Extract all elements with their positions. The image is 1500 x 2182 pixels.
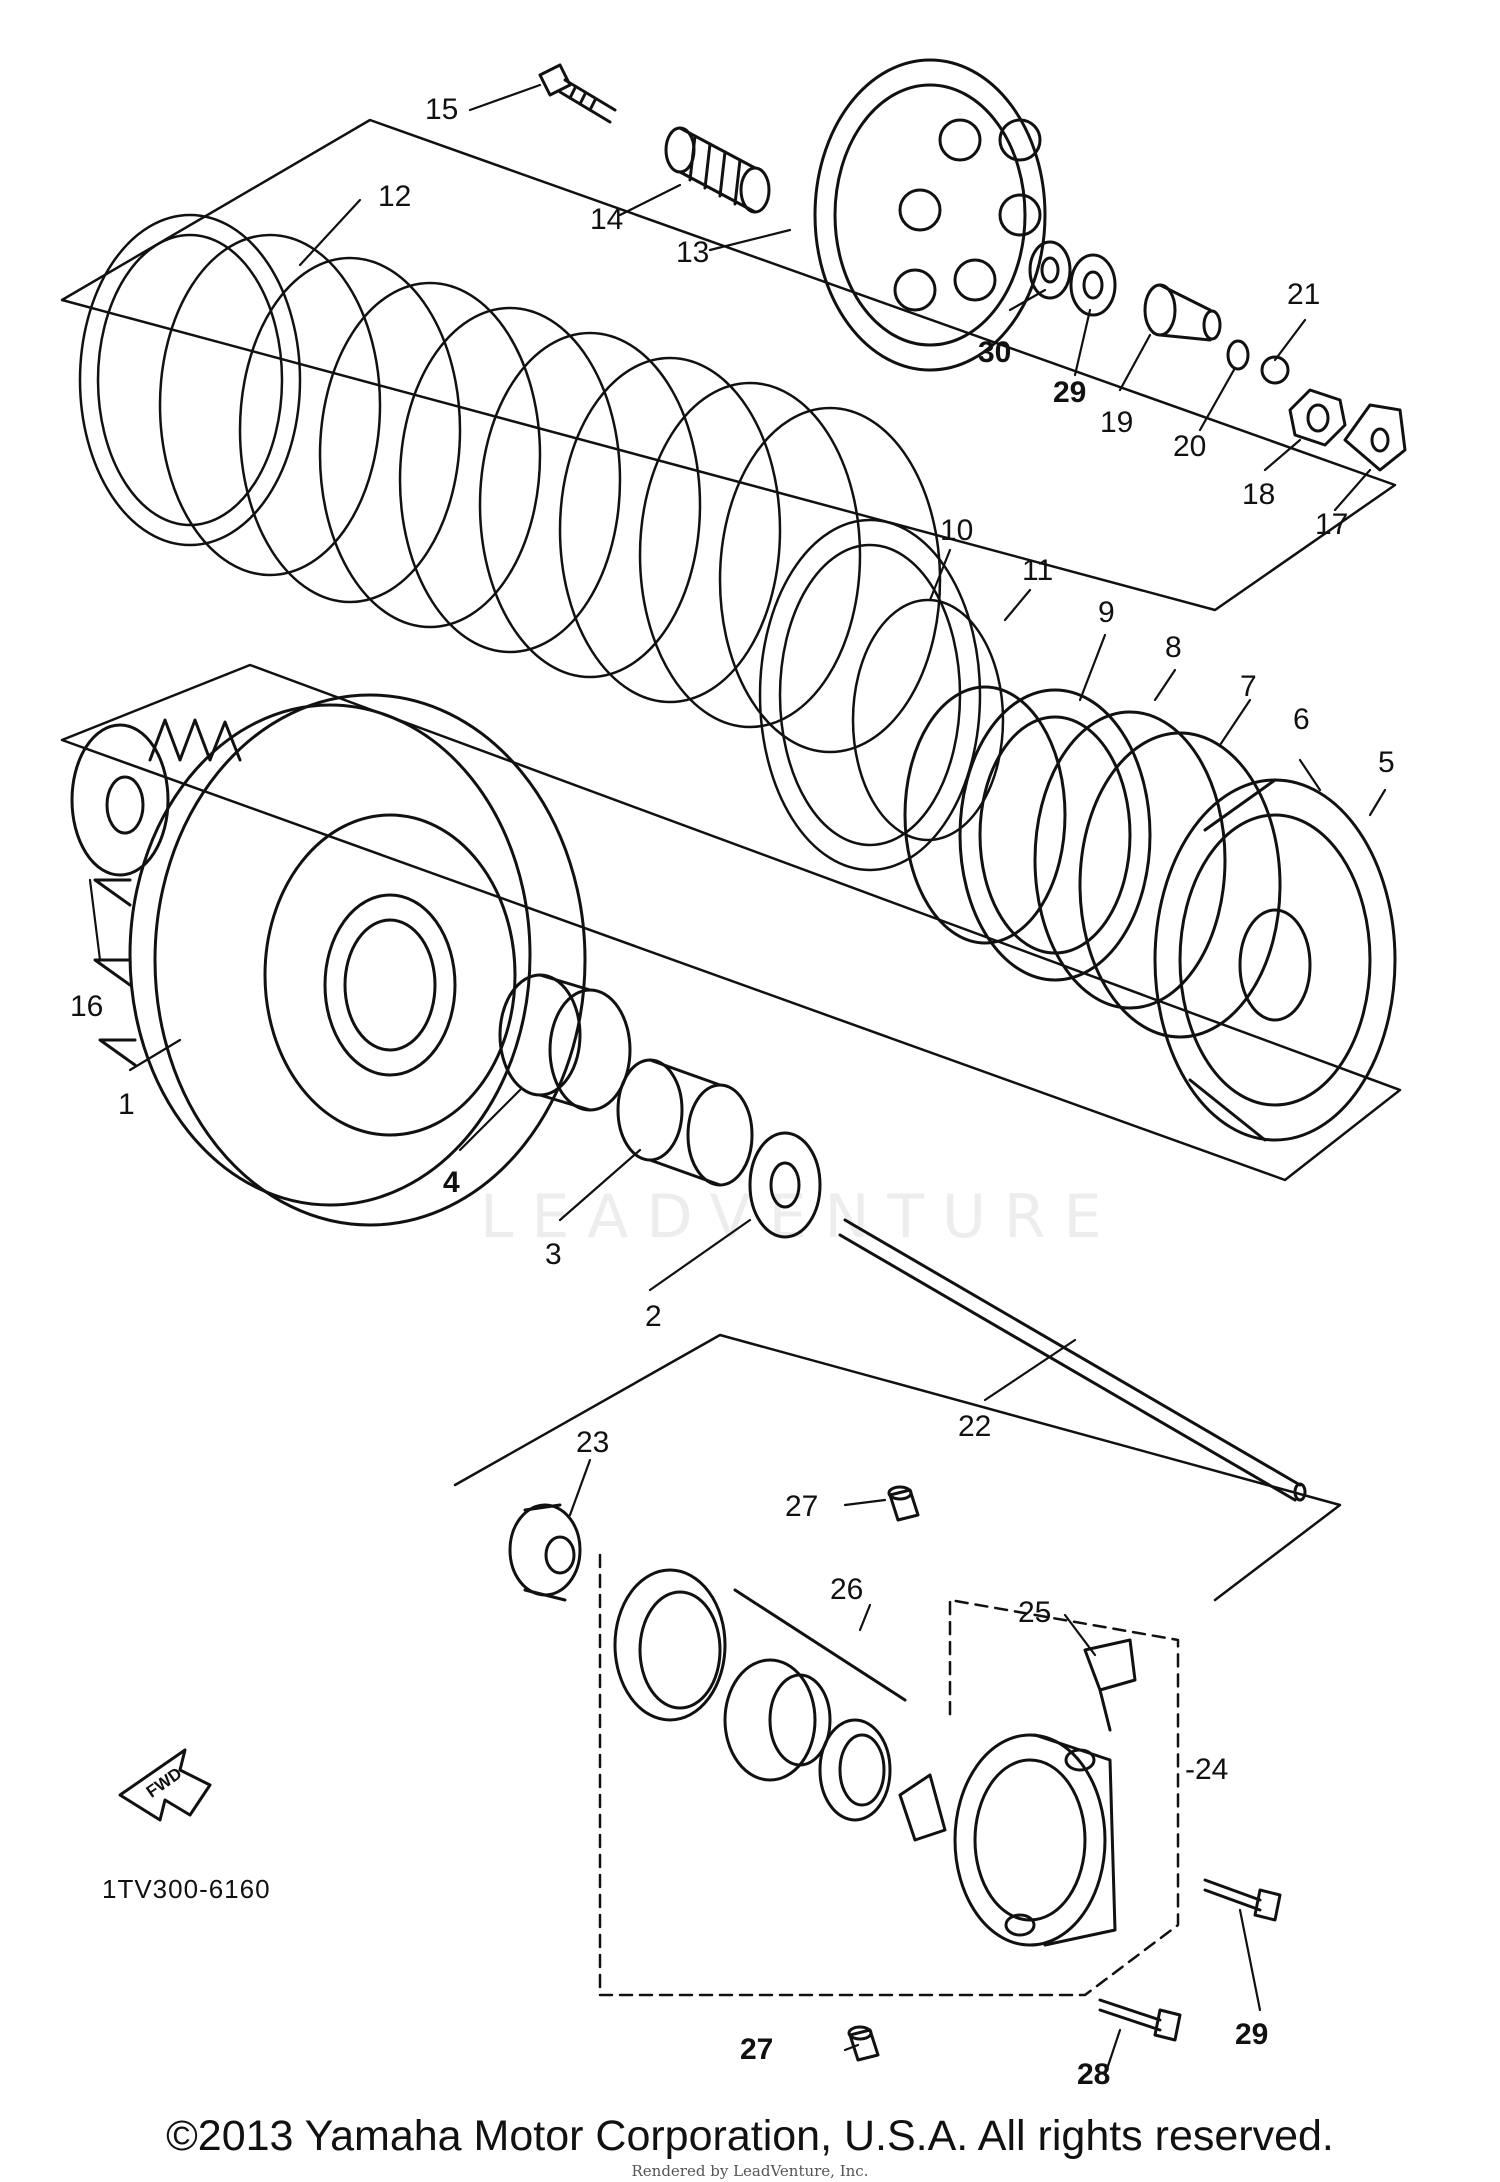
dowel-pin-part-27a	[887, 1485, 920, 1522]
push-rod-part-19	[1143, 283, 1222, 342]
diagram-code: 1TV300-6160	[102, 1874, 271, 1904]
callout-25: 25	[1018, 1596, 1052, 1629]
callout-4: 4	[443, 1166, 460, 1199]
callout-1: 1	[118, 1088, 135, 1121]
callout-29: 29	[1235, 2018, 1269, 2051]
o-ring-part-20	[1226, 339, 1250, 371]
washer-part-2	[748, 1131, 822, 1239]
callout-8: 8	[1165, 631, 1182, 664]
leader-lines	[88, 83, 1387, 2077]
bearing-part-30	[1069, 253, 1117, 317]
bolt-part-29	[1203, 1878, 1282, 1922]
callout-15: 15	[425, 93, 459, 126]
callout-7: 7	[1240, 670, 1257, 703]
clutch-housing-frame	[60, 663, 1402, 1182]
dowel-pin-part-27b	[847, 2025, 880, 2062]
callout-6: 6	[1293, 703, 1310, 736]
release-cylinder-part-24	[953, 1733, 1117, 1947]
bleed-screw-part-25	[1083, 1638, 1137, 1732]
callout-11: 11	[1022, 554, 1054, 587]
push-rod-part-22	[838, 1218, 1307, 1502]
spring-part-14	[664, 126, 771, 214]
callout-23: 23	[576, 1426, 610, 1459]
callout-13: 13	[676, 236, 710, 269]
piston-kit-part-26	[613, 1568, 947, 1842]
callout-17: 17	[1315, 508, 1349, 541]
callout-18: 18	[1242, 478, 1276, 511]
nut-part-18	[1288, 388, 1347, 447]
bolt-part-28	[1098, 1998, 1182, 2042]
callout-19: 19	[1100, 406, 1134, 439]
callout-21: 21	[1287, 278, 1321, 311]
ball-part-21	[1260, 355, 1290, 385]
callout-31: 30	[978, 336, 1012, 369]
callout-5: 5	[1378, 746, 1395, 779]
bolt-part-15	[538, 63, 617, 124]
callout-9: 9	[1098, 596, 1115, 629]
callout-10: 10	[940, 514, 974, 547]
callout-26: 26	[830, 1573, 864, 1606]
plate-part-8	[958, 688, 1152, 982]
plate-stack-frame	[60, 118, 1397, 612]
lock-washer-part-17	[1343, 403, 1407, 472]
plate-stack	[78, 213, 1005, 872]
callout-28: 28	[1077, 2058, 1111, 2091]
callout-27-upper: 27	[785, 1490, 819, 1523]
callout-24: -24	[1185, 1753, 1229, 1786]
callout-12: 12	[378, 180, 412, 213]
watermark-text: LEADVENTURE	[480, 1182, 1120, 1252]
callout-20: 20	[1173, 430, 1207, 463]
spacer-part-3	[616, 1058, 754, 1187]
callout-2: 2	[645, 1300, 662, 1333]
oil-seal-part-23	[508, 1503, 582, 1602]
callout-27-lower: 27	[740, 2033, 774, 2066]
rendered-by-notice: Rendered by LeadVenture, Inc.	[631, 2162, 869, 2180]
callout-30: 29	[1053, 376, 1087, 409]
clutch-housing-part-1	[93, 693, 587, 1227]
plate-part-6	[1078, 731, 1282, 1039]
cylinder-group-dashed-box	[598, 1553, 1180, 1997]
washer-part-31	[1028, 240, 1072, 300]
callout-14: 14	[590, 203, 624, 236]
plate-part-7	[1033, 710, 1227, 1010]
callout-22: 22	[958, 1410, 992, 1443]
clutch-boss-part-5	[1153, 778, 1397, 1142]
pressure-plate-part-13	[813, 58, 1047, 372]
forward-arrow-icon	[118, 1748, 212, 1822]
release-cylinder-frame	[453, 1333, 1342, 1602]
needle-bearing-part-4	[498, 973, 632, 1112]
callout-16: 16	[70, 990, 104, 1023]
copyright-notice: ©2013 Yamaha Motor Corporation, U.S.A. A…	[166, 2112, 1334, 2160]
thrust-washer-part-16	[70, 723, 170, 877]
callout-3: 3	[545, 1238, 562, 1271]
plate-part-9	[903, 685, 1067, 945]
